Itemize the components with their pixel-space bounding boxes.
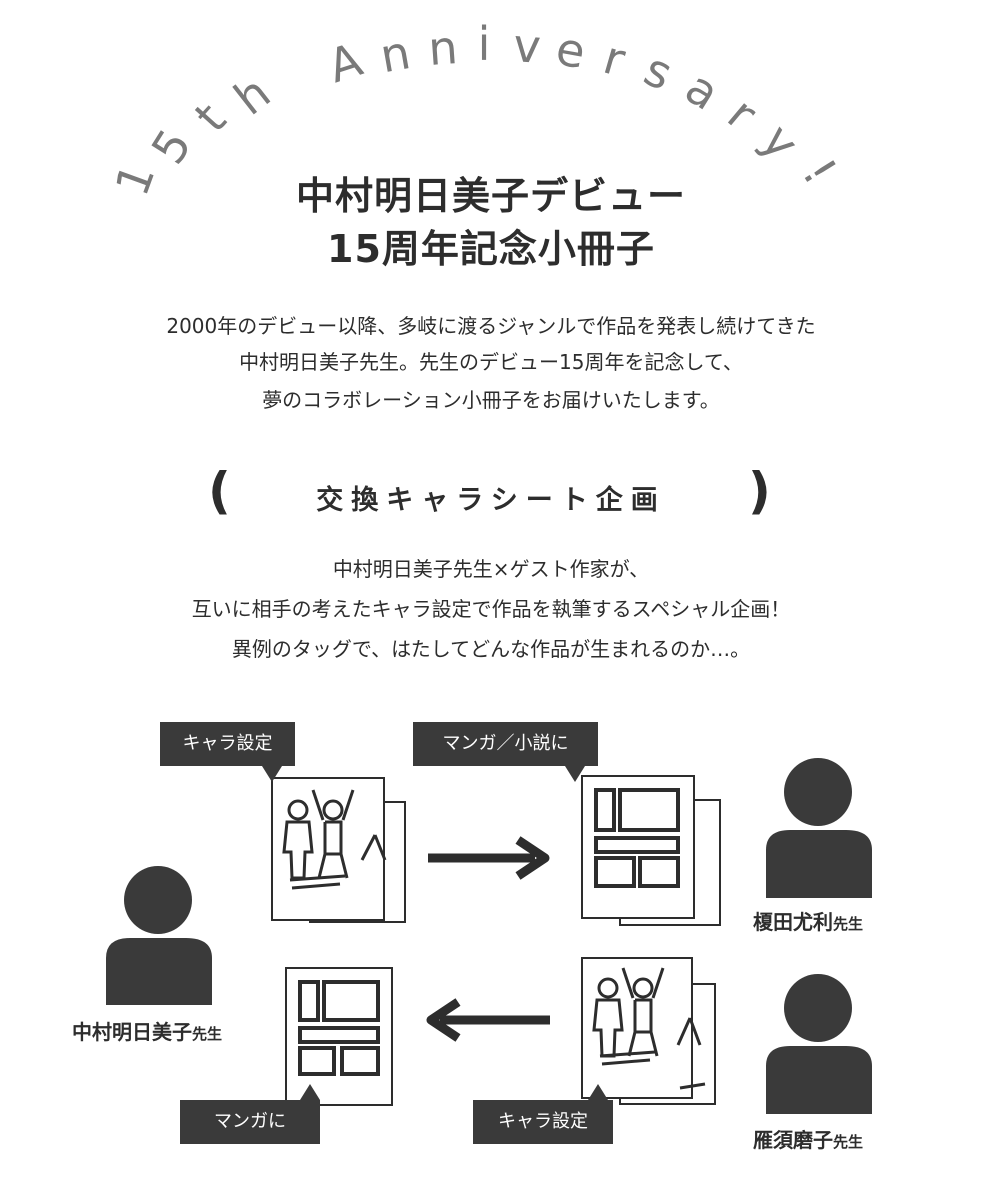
section-title: 交換キャラシート企画 — [316, 485, 666, 516]
label-tail-top-left — [262, 766, 282, 782]
person-icon-bottom-right — [766, 974, 872, 1114]
label-manga-novel: マンガ／小説に — [413, 722, 598, 766]
anniversary-letter: n — [376, 25, 414, 83]
anniversary-letter: n — [426, 20, 459, 76]
anniversary-letter: a — [676, 60, 729, 121]
person-name-top-right: 榎田尤利先生 — [753, 910, 864, 934]
label-character-setting-top: キャラ設定 — [160, 722, 295, 766]
intro-line-3: 夢のコラボレーション小冊子をお届けいたします。 — [262, 388, 720, 412]
page-title-line-2: 15周年記念小冊子 — [327, 227, 655, 271]
anniversary-letter: r — [718, 87, 767, 141]
anniversary-letter: y — [751, 114, 810, 170]
label-tail-top-right — [565, 766, 585, 782]
character-sheet-stack-bottom-right — [581, 957, 716, 1105]
person-name-left: 中村明日美子先生 — [72, 1020, 223, 1044]
anniversary-letter: r — [598, 30, 631, 87]
anniversary-letter: h — [224, 65, 280, 126]
person-icon-left — [106, 866, 212, 1005]
intro-line-2: 中村明日美子先生。先生のデビュー15周年を記念して、 — [239, 350, 743, 374]
anniversary-letter: v — [512, 18, 543, 74]
label-character-setting-bottom: キャラ設定 — [473, 1100, 613, 1144]
anniversary-letter: t — [184, 93, 236, 143]
person-name-bottom-right: 雁須磨子先生 — [753, 1128, 864, 1152]
label-tail-bottom-left — [300, 1084, 320, 1100]
manga-page-bottom-left — [285, 967, 393, 1106]
arrow-right — [428, 836, 550, 880]
description-line-2: 互いに相手の考えたキャラ設定で作品を執筆するスペシャル企画！ — [191, 597, 791, 621]
character-sheet-stack-top-left — [271, 777, 406, 923]
description-line-3: 異例のタッグで、はたしてどんな作品が生まれるのか…。 — [231, 637, 751, 661]
label-tail-bottom-right — [588, 1084, 608, 1100]
manga-page-stack-top-right — [581, 775, 721, 926]
anniversary-letter: A — [322, 32, 369, 93]
exchange-diagram — [106, 758, 872, 1114]
anniversary-letter: i — [478, 17, 491, 71]
page-title-line-1: 中村明日美子デビュー — [295, 174, 686, 218]
anniversary-letter: e — [552, 21, 589, 79]
label-manga: マンガに — [180, 1100, 320, 1144]
anniversary-letter: s — [637, 42, 681, 101]
arrow-left — [426, 998, 550, 1042]
person-icon-top-right — [766, 758, 872, 898]
section-open-paren: ( — [208, 462, 231, 520]
intro-line-1: 2000年のデビュー以降、多岐に渡るジャンルで作品を発表し続けてきた — [166, 314, 816, 338]
description-line-1: 中村明日美子先生×ゲスト作家が、 — [332, 557, 650, 581]
section-close-paren: ) — [748, 462, 771, 520]
